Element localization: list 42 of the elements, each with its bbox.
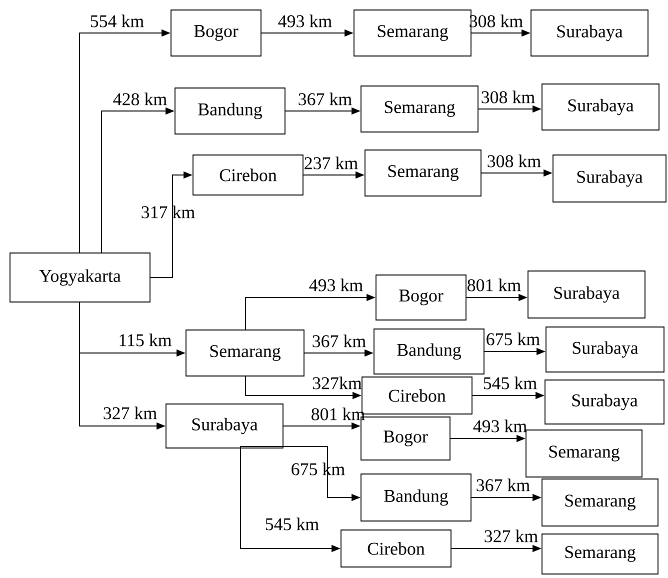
edge-label: 545 km (266, 518, 319, 530)
edge-label: 428 km (113, 92, 167, 106)
edge-label: 367 km (476, 478, 530, 492)
city-box: Surabaya (530, 10, 648, 56)
city-box: Semarang (186, 330, 304, 376)
city-box: Bogor (376, 274, 466, 320)
edge-label: 675 km (486, 332, 540, 346)
city-box: Surabaya (528, 270, 646, 318)
city-box: Semarang (360, 86, 478, 132)
city-box: Semarang (354, 10, 472, 56)
city-box: Semarang (542, 534, 658, 574)
city-box: Surabaya (552, 154, 666, 202)
edge-label: 493 km (309, 278, 363, 292)
city-box: Cirebon (192, 154, 304, 196)
city-box: Surabaya (166, 404, 284, 448)
city-box: Bandung (174, 88, 286, 134)
city-box: Bandung (360, 474, 472, 522)
edge-label: 327 km (484, 530, 538, 542)
city-box: Bogor (170, 10, 262, 56)
edge-label: 308 km (482, 90, 535, 104)
city-box: Semarang (364, 150, 482, 196)
edge-label: 115 km (120, 334, 172, 346)
city-box: Bandung (374, 328, 484, 374)
city-box: Semarang (542, 478, 658, 526)
city-box: Surabaya (542, 84, 660, 130)
city-box: Surabaya (544, 380, 664, 424)
city-box: Semarang (526, 430, 642, 478)
edge-label: 493 km (278, 14, 332, 28)
city-box: Yogyakarta (10, 252, 150, 302)
edge-label: 327km (312, 376, 362, 390)
edge-label: 545 km (484, 376, 537, 390)
edge-label: 237 km (304, 156, 358, 170)
edge-label: 327 km (104, 406, 157, 420)
edge-label: 367 km (298, 92, 352, 106)
edge-label: 308 km (488, 154, 541, 168)
edge-label: 493 km (473, 420, 527, 432)
city-box: Surabaya (546, 326, 664, 372)
edge-label: 801 km (468, 278, 521, 292)
city-box: Cirebon (362, 376, 472, 414)
edge-label: 367 km (312, 334, 366, 348)
edge-label: 554 km (90, 14, 144, 28)
city-box: Cirebon (340, 530, 452, 568)
